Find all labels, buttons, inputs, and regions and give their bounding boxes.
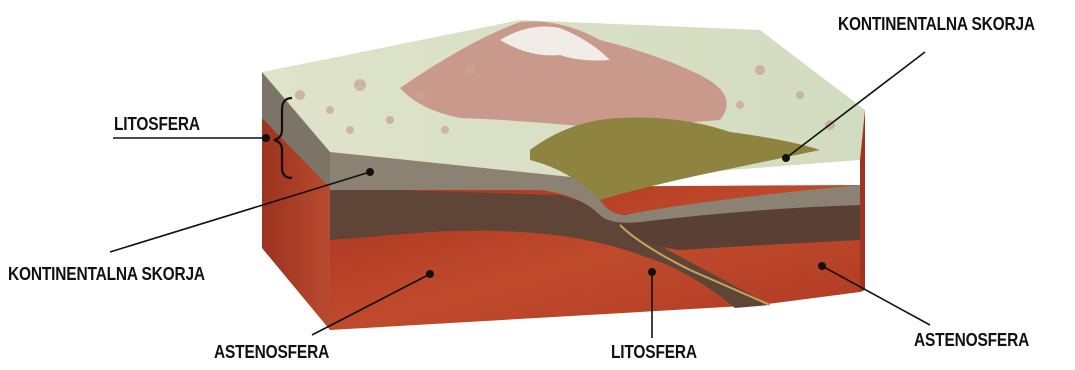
leader-astenosfera-right (822, 266, 930, 325)
label-kontinentalna-skorja-left: KONTINENTALNA SKORJA (8, 264, 205, 284)
dot-astenosfera-left (427, 271, 433, 277)
label-litosfera-bottom: LITOSFERA (611, 342, 697, 362)
dot-litosfera-left (263, 135, 269, 141)
label-kontinentalna-skorja-top-right: KONTINENTALNA SKORJA (838, 14, 1035, 34)
label-astenosfera-bottom-left: ASTENOSFERA (214, 342, 329, 362)
dot-litosfera-bottom (649, 269, 655, 275)
dot-astenosfera-right (819, 263, 825, 269)
dot-kontinentalna-left (367, 169, 373, 175)
dot-kontinentalna-right (783, 155, 789, 161)
label-litosfera-left: LITOSFERA (114, 114, 200, 134)
label-astenosfera-right: ASTENOSFERA (914, 330, 1029, 350)
